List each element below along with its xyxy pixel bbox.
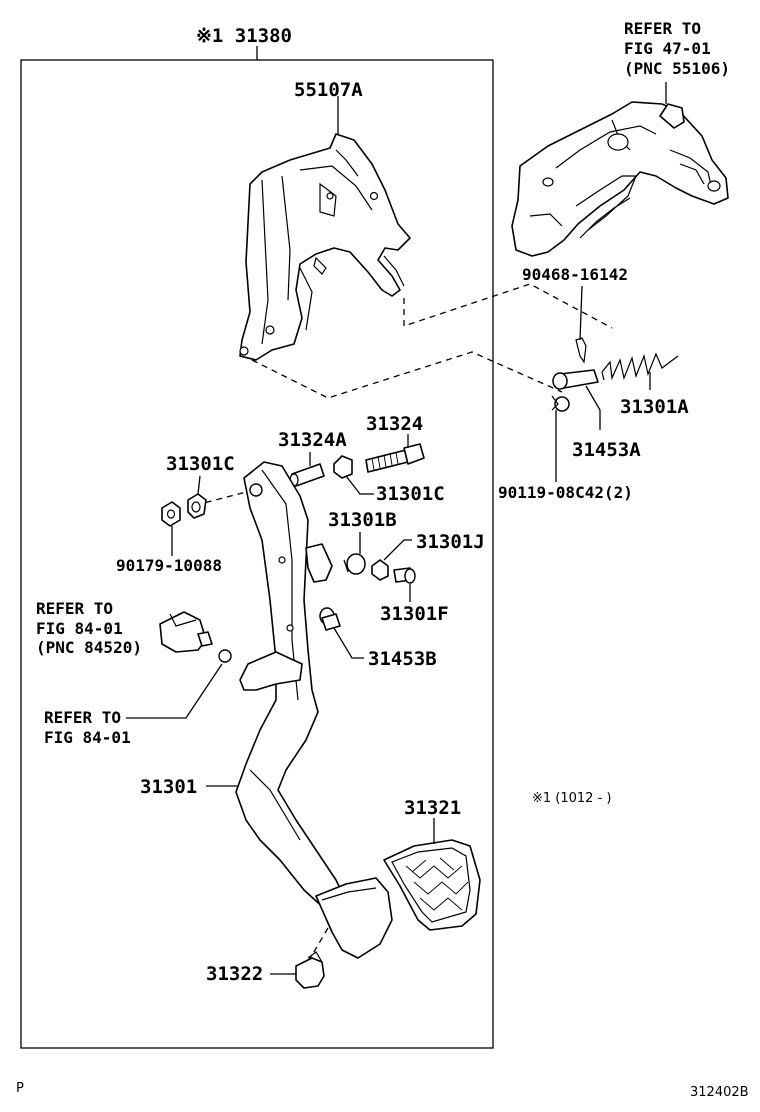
collar-left-part <box>187 475 207 519</box>
pedal-arm-label: 31301 <box>140 776 197 798</box>
bracket-part <box>239 133 411 361</box>
assembly-frame <box>20 46 494 1049</box>
bushing-label: 31324A <box>278 429 347 451</box>
stopper-b-label: 31301B <box>328 509 397 531</box>
collar-right-part <box>333 455 374 495</box>
shaft-part <box>552 369 601 430</box>
bushing-part <box>289 452 325 487</box>
ref-fig-84-nut-line-2: FIG 84-01 <box>44 728 131 747</box>
ref-fig-47-line-3: (PNC 55106) <box>624 59 730 78</box>
upper-bracket-part <box>511 101 729 257</box>
bracket-label: 55107A <box>294 79 363 101</box>
nut-2-label: 90119-08C42(2) <box>498 483 633 502</box>
bolt-part <box>365 434 425 473</box>
shaft-b-label: 31453B <box>368 648 437 670</box>
spring-label: 31301A <box>620 396 689 418</box>
corner-left-label: P <box>16 1081 24 1096</box>
bolt-label: 31324 <box>366 413 423 435</box>
stopper-j-label: 31301J <box>416 531 485 553</box>
collar-right-label: 31301C <box>376 483 445 505</box>
ref-fig-84-switch-line-3: (PNC 84520) <box>36 638 142 657</box>
stopper-b-part <box>343 532 366 575</box>
stop-cushion-label: 31322 <box>206 963 263 985</box>
shaft-label: 31453A <box>572 439 641 461</box>
washer-nut-part <box>161 501 181 556</box>
leader-lines <box>337 82 667 134</box>
stop-cushion-part <box>270 951 325 989</box>
ref-fig-84-switch-line-1: REFER TO <box>36 599 113 618</box>
pedal-pad-label: 31321 <box>404 797 461 819</box>
stopper-f-part <box>393 567 416 602</box>
stopper-f-label: 31301F <box>380 603 449 625</box>
ref-fig-47-line-2: FIG 47-01 <box>624 39 711 58</box>
footnote-label: ※1 (1012 - ) <box>532 791 611 806</box>
shaft-b-part <box>319 607 364 659</box>
spring-part <box>601 352 679 390</box>
nut-part <box>551 395 570 482</box>
clip-part <box>575 285 587 364</box>
pedal-arm-part <box>206 461 347 911</box>
clip-label: 90468-16142 <box>522 265 628 284</box>
alignment-lines <box>199 283 613 963</box>
stop-lamp-switch-part <box>126 611 232 719</box>
pedal-pad-part <box>315 877 393 959</box>
ref-fig-84-nut-line-1: REFER TO <box>44 708 121 727</box>
stopper-j-part <box>371 539 412 581</box>
ref-fig-84-switch-line-2: FIG 84-01 <box>36 619 123 638</box>
pedal-rubber-part <box>383 818 481 931</box>
assembly-ref-label: ※1 31380 <box>196 25 292 47</box>
collar-left-label: 31301C <box>166 453 235 475</box>
figure-code-label: 312402B <box>690 1085 749 1100</box>
washer-nut-label: 90179-10088 <box>116 556 222 575</box>
ref-fig-47-line-1: REFER TO <box>624 19 701 38</box>
